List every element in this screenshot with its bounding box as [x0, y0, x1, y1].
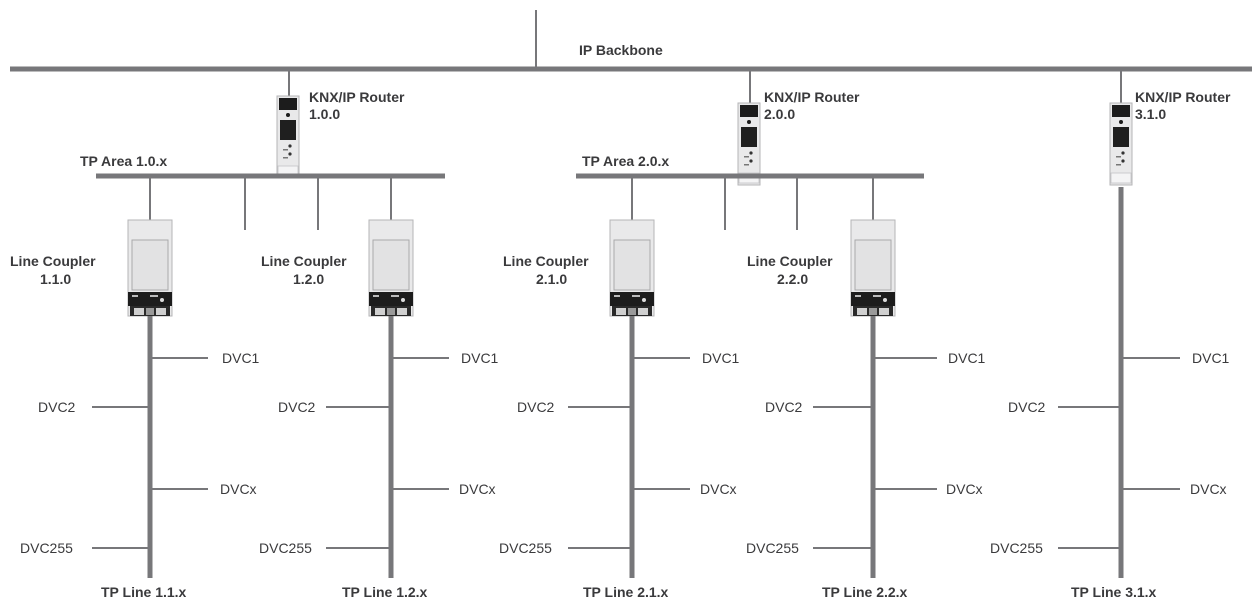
coupler-3-device: [609, 219, 655, 317]
line-2-label: TP Line 1.2.x: [342, 584, 428, 600]
router-1-title: KNX/IP Router: [309, 89, 405, 105]
router-2-device: [737, 102, 761, 186]
coupler-4-device: [850, 219, 896, 317]
line-2-device-4-label: DVC255: [259, 540, 312, 556]
coupler-3-address: 2.1.0: [536, 271, 567, 287]
line-3-device-2-label: DVC2: [517, 399, 555, 415]
router-1-device: [276, 95, 300, 179]
line-5-device-4-label: DVC255: [990, 540, 1043, 556]
line-3-device-3-label: DVCx: [700, 481, 737, 497]
router-3-device: [1109, 102, 1133, 186]
router-3-title: KNX/IP Router: [1135, 89, 1231, 105]
line-1-device-4-label: DVC255: [20, 540, 73, 556]
coupler-1-device: [127, 219, 173, 317]
area-2-label: TP Area 2.0.x: [582, 153, 669, 169]
backbone-label: IP Backbone: [579, 42, 663, 58]
line-4-device-2-label: DVC2: [765, 399, 803, 415]
line-3-device-4-label: DVC255: [499, 540, 552, 556]
line-4-device-1-label: DVC1: [948, 350, 986, 366]
line-3-device-1-label: DVC1: [702, 350, 740, 366]
coupler-2-device: [368, 219, 414, 317]
area-1-label: TP Area 1.0.x: [80, 153, 167, 169]
router-2-address: 2.0.0: [764, 106, 795, 122]
coupler-2-address: 1.2.0: [293, 271, 324, 287]
coupler-1-address: 1.1.0: [40, 271, 71, 287]
coupler-3-title: Line Coupler: [503, 253, 589, 269]
coupler-4-address: 2.2.0: [777, 271, 808, 287]
router-3-address: 3.1.0: [1135, 106, 1166, 122]
line-4-label: TP Line 2.2.x: [822, 584, 908, 600]
line-5-device-1-label: DVC1: [1192, 350, 1230, 366]
line-1-device-2-label: DVC2: [38, 399, 76, 415]
line-5-device-2-label: DVC2: [1008, 399, 1046, 415]
line-3-label: TP Line 2.1.x: [583, 584, 669, 600]
line-2-device-3-label: DVCx: [459, 481, 496, 497]
line-1-label: TP Line 1.1.x: [101, 584, 187, 600]
coupler-2-title: Line Coupler: [261, 253, 347, 269]
router-1-address: 1.0.0: [309, 106, 340, 122]
coupler-1-title: Line Coupler: [10, 253, 96, 269]
line-4-device-4-label: DVC255: [746, 540, 799, 556]
line-1-device-3-label: DVCx: [220, 481, 257, 497]
line-1-device-1-label: DVC1: [222, 350, 260, 366]
coupler-4-title: Line Coupler: [747, 253, 833, 269]
line-5-device-3-label: DVCx: [1190, 481, 1227, 497]
router-2-title: KNX/IP Router: [764, 89, 860, 105]
line-2-device-2-label: DVC2: [278, 399, 316, 415]
line-2-device-1-label: DVC1: [461, 350, 499, 366]
line-5-label: TP Line 3.1.x: [1071, 584, 1157, 600]
line-4-device-3-label: DVCx: [946, 481, 983, 497]
